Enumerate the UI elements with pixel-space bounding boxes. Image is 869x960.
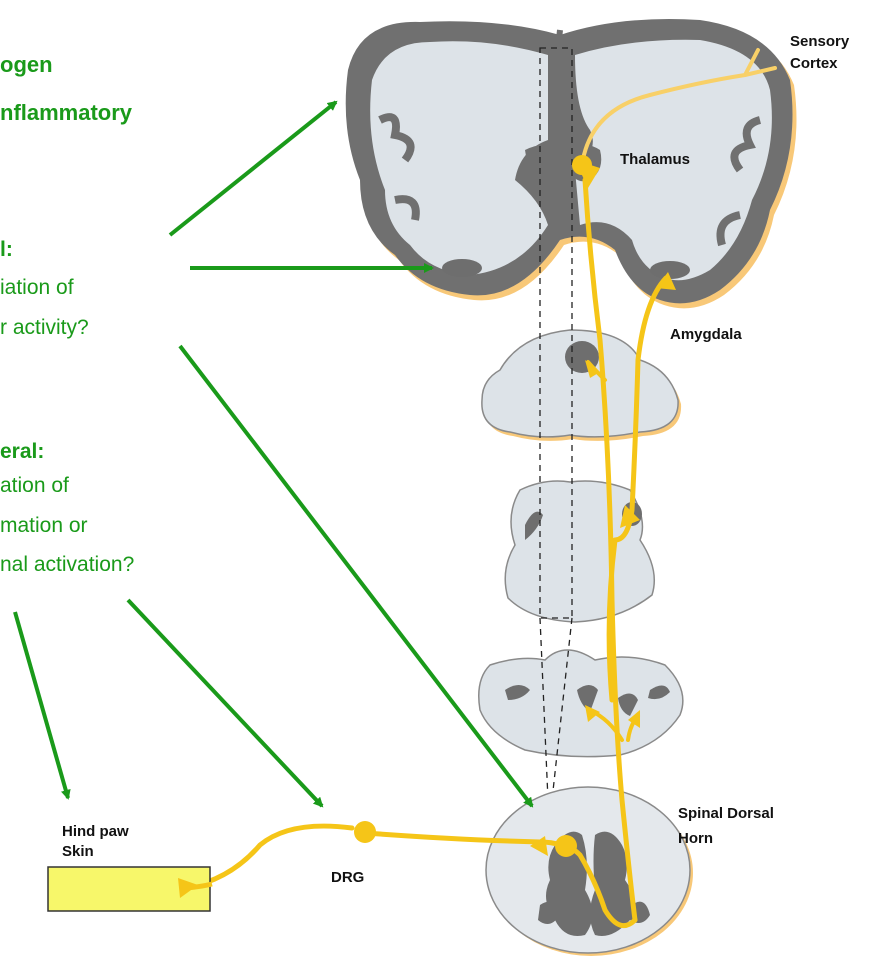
arrow-to-skin — [15, 612, 68, 798]
peripheral-line-1: ation of — [0, 474, 69, 498]
brain-section — [346, 19, 797, 308]
central-line-2: r activity? — [0, 316, 89, 340]
label-spinal-dorsal-horn-1: Spinal Dorsal — [678, 805, 774, 823]
central-heading: l: — [0, 238, 13, 262]
label-sensory-cortex-2: Cortex — [790, 55, 838, 73]
peripheral-line-2: mation or — [0, 514, 88, 538]
label-spinal-dorsal-horn-2: Horn — [678, 830, 713, 848]
peripheral-heading: eral: — [0, 440, 44, 464]
central-line-1: iation of — [0, 276, 74, 300]
arrow-to-cortex — [170, 102, 336, 235]
peripheral-line-3: nal activation? — [0, 553, 134, 577]
brainstem-section-1 — [482, 330, 681, 441]
label-hind-paw: Hind paw — [62, 823, 129, 841]
label-thalamus: Thalamus — [620, 151, 690, 169]
label-drg: DRG — [331, 869, 364, 887]
label-sensory-cortex-1: Sensory — [790, 33, 849, 51]
title-line-1: ogen — [0, 50, 53, 80]
brainstem-section-3 — [479, 650, 683, 757]
amygdala-right-shape — [650, 261, 690, 279]
label-skin: Skin — [62, 843, 94, 861]
arrow-to-dorsal-horn — [180, 346, 532, 806]
arrow-to-drg — [128, 600, 322, 806]
label-amygdala: Amygdala — [670, 326, 742, 344]
title-line-2: nflammatory — [0, 98, 132, 128]
amygdala-left-shape — [442, 259, 482, 277]
